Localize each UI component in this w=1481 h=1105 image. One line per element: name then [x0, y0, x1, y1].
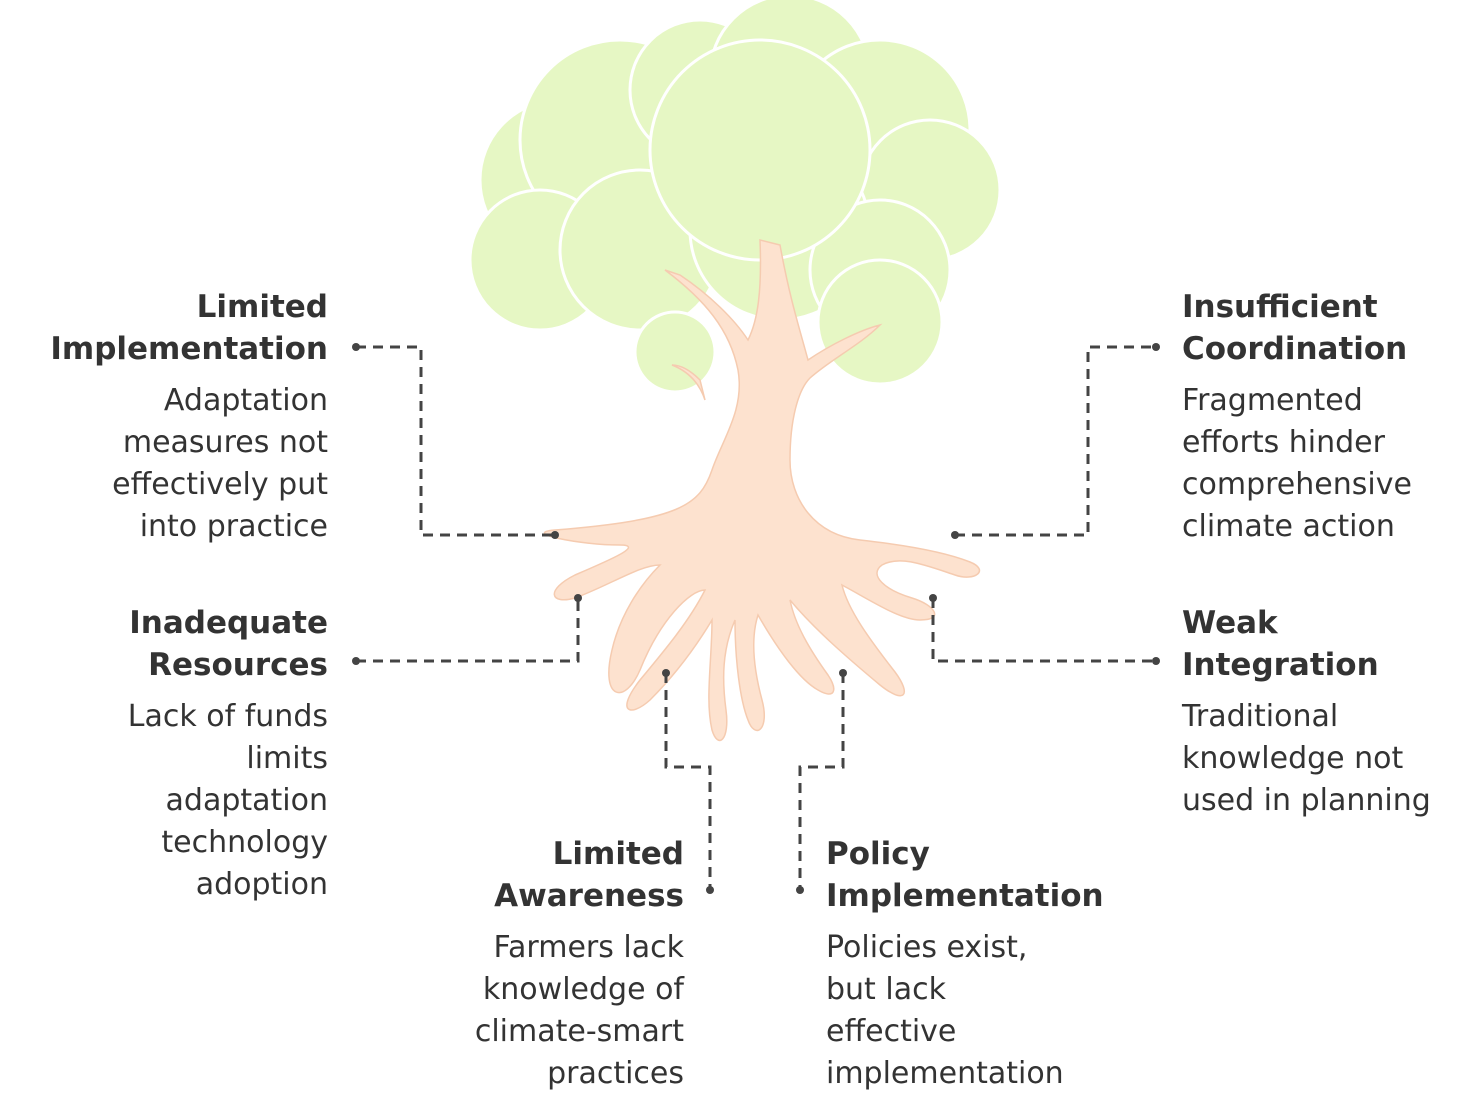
connector-weak-integration: [931, 598, 1156, 663]
connector-limited-implementation: [356, 345, 555, 537]
label-description: Traditional knowledge not used in planni…: [1182, 699, 1431, 818]
label-weak-integration: Weak Integration Traditional knowledge n…: [1182, 602, 1478, 822]
label-description: Farmers lack knowledge of climate-smart …: [474, 930, 684, 1091]
label-title: Inadequate Resources: [129, 605, 328, 683]
label-description: Adaptation measures not effectively put …: [112, 383, 328, 544]
label-description: Fragmented efforts hinder comprehensive …: [1182, 383, 1412, 544]
label-title: Policy Implementation: [826, 836, 1104, 914]
label-policy-implementation: Policy Implementation Policies exist, bu…: [826, 833, 1156, 1095]
connectors: [356, 345, 1156, 890]
label-description: Policies exist, but lack effective imple…: [826, 930, 1064, 1091]
label-title: Limited Awareness: [494, 836, 684, 914]
connector-dots: [352, 343, 1160, 894]
label-inadequate-resources: Inadequate Resources Lack of funds limit…: [0, 602, 328, 906]
connector-insufficient-coordination: [955, 345, 1156, 537]
label-title: Insufficient Coordination: [1182, 289, 1408, 367]
label-title: Limited Implementation: [50, 289, 328, 367]
label-insufficient-coordination: Insufficient Coordination Fragmented eff…: [1182, 286, 1478, 548]
label-limited-awareness: Limited Awareness Farmers lack knowledge…: [384, 833, 684, 1095]
label-limited-implementation: Limited Implementation Adaptation measur…: [0, 286, 328, 548]
label-title: Weak Integration: [1182, 605, 1379, 683]
tree-trunk-roots: [544, 239, 981, 742]
label-description: Lack of funds limits adaptation technolo…: [127, 699, 328, 902]
connector-inadequate-resources: [356, 598, 580, 663]
tree-canopy: [468, 0, 1002, 394]
